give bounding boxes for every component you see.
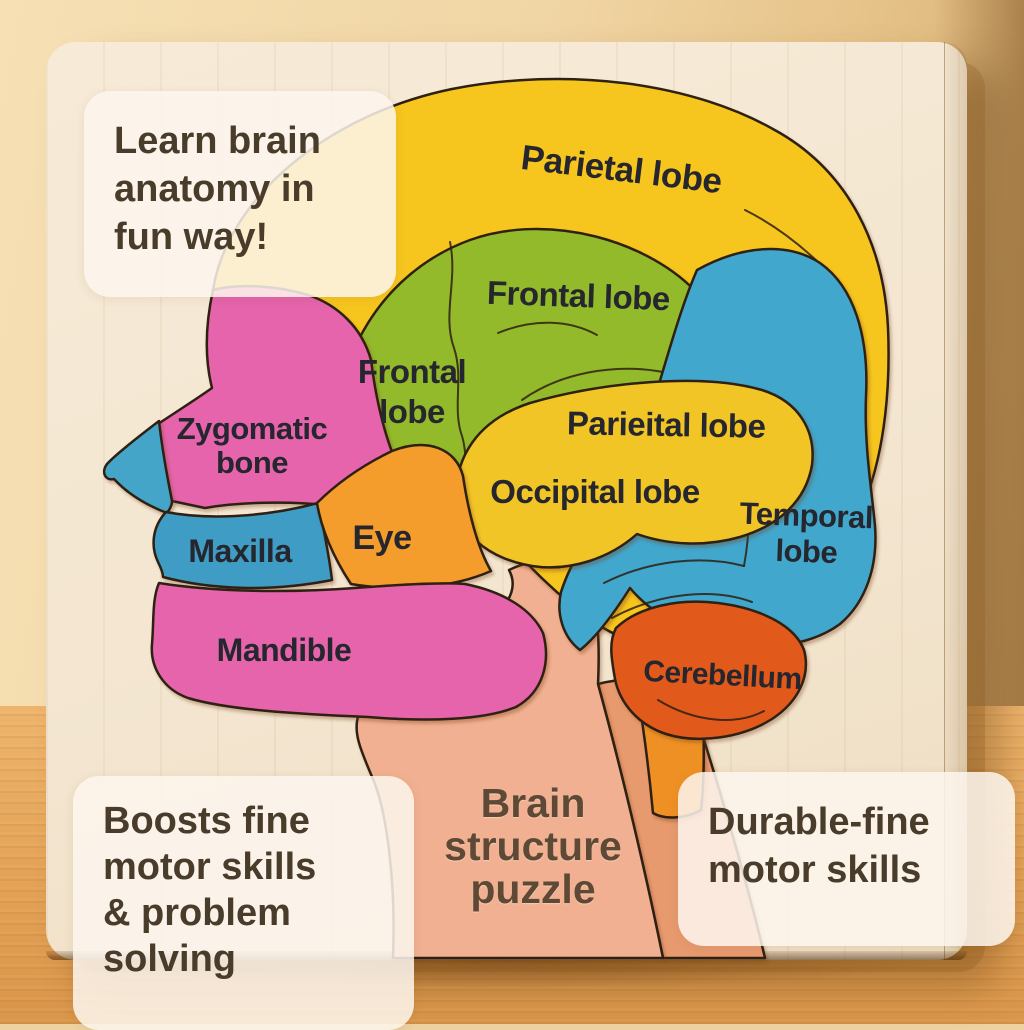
- overlay-card-durable: Durable-fine motor skills: [678, 772, 1015, 946]
- label-eye: Eye: [353, 519, 412, 557]
- overlay-text-line: Learn brain: [114, 120, 321, 162]
- ear-detail-line-1: [603, 559, 745, 584]
- cerebellum-fold-line: [657, 699, 765, 721]
- label-mandible: Mandible: [217, 632, 352, 668]
- piece-cerebellum: [610, 600, 808, 740]
- neck-caption: Brain structure puzzle: [413, 782, 653, 911]
- overlay-card-learn-anatomy: Learn brain anatomy in fun way!: [84, 91, 396, 297]
- board-right-bevel: [944, 42, 967, 960]
- neck-caption-line-3: puzzle: [470, 866, 596, 912]
- frontal-sulcus-line-2: [497, 321, 598, 336]
- label-maxilla: Maxilla: [188, 533, 292, 569]
- overlay-text-line: solving: [103, 938, 237, 980]
- overlay-text-line: motor skills: [708, 849, 922, 891]
- piece-mandible: [150, 581, 548, 721]
- piece-maxilla: [152, 501, 334, 590]
- label-frontal-lobe: Frontal lobe: [486, 274, 670, 317]
- label-parieital-lobe: Parieital lobe: [567, 404, 766, 444]
- label-occipital-lobe: Occipital lobe: [490, 473, 700, 510]
- overlay-text-line: Durable-fine: [708, 801, 930, 843]
- label-frontal-lobe-2-line-2: lobe: [379, 393, 445, 430]
- overlay-text-line: fun way!: [114, 216, 269, 258]
- neck-caption-line-2: structure: [444, 823, 622, 869]
- overlay-text-line: & problem: [103, 892, 291, 934]
- label-temporal-lobe-line-2: lobe: [775, 533, 838, 570]
- piece-nose: [102, 419, 174, 515]
- skull-seam-line: [744, 209, 819, 263]
- overlay-text-line: anatomy in: [114, 168, 315, 210]
- label-frontal-lobe-2-line-1: Frontal: [358, 353, 466, 390]
- overlay-text-line: motor skills: [103, 846, 317, 888]
- piece-occipital-blob: [455, 379, 814, 569]
- label-zygomatic-bone-line-1: Zygomatic: [177, 411, 328, 446]
- label-zygomatic-bone-line-2: bone: [216, 445, 288, 480]
- overlay-text-line: Boosts fine: [103, 800, 310, 842]
- label-temporal-lobe-line-1: Temporal: [739, 496, 873, 536]
- overlay-card-motor-skills: Boosts fine motor skills & problem solvi…: [73, 776, 414, 1030]
- ear-detail-line-2: [611, 593, 753, 619]
- neck-caption-line-1: Brain: [480, 780, 586, 826]
